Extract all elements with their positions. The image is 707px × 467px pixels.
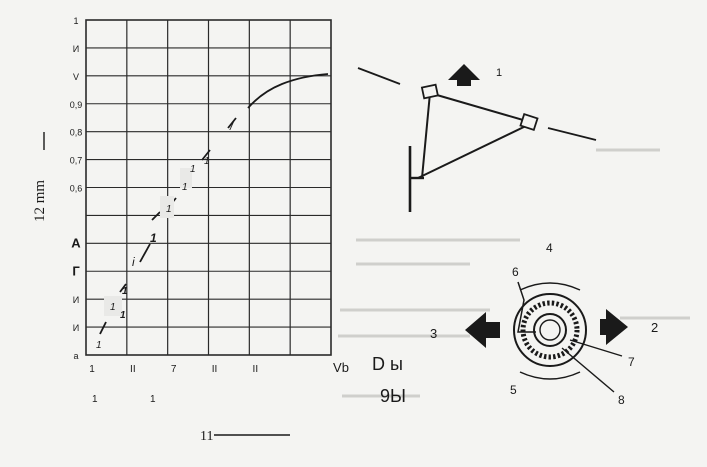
trace-curve (247, 73, 329, 109)
point-label: 1 (166, 204, 172, 215)
x-tick-label: II (253, 364, 259, 375)
hub (539, 319, 561, 341)
trace-segment (119, 283, 127, 293)
faint-background-lines (338, 148, 690, 398)
link-vertical (421, 92, 431, 179)
joint-top-left (420, 83, 439, 100)
right-arrow-icon (600, 309, 628, 345)
x-tick-label: II (130, 364, 136, 375)
point-label: 1 (96, 340, 102, 351)
arrow-label: 1 (496, 67, 502, 79)
ring-label: 5 (510, 383, 517, 397)
ring-label: 4 (546, 241, 553, 255)
point-label: 1 (182, 182, 188, 193)
point-label: i (132, 255, 135, 269)
x-sub-label: 1 (92, 394, 98, 405)
trace-segment (201, 149, 211, 161)
y-tick-labels: 1И V 0,9 0,8 0,7 0,6АГ И Иа (70, 16, 83, 361)
lead-8 (561, 347, 615, 393)
point-label: 1 (110, 302, 116, 313)
y-tick-label: Г (72, 263, 80, 278)
trace-segment (227, 117, 237, 129)
dash-line-left (357, 67, 401, 85)
left-arrow-icon (465, 312, 500, 348)
x-tick-label: 7 (171, 364, 177, 375)
y-tick-label: И (73, 295, 79, 305)
y-tick-label: И (73, 323, 79, 333)
trace-segment (151, 211, 161, 221)
ring-label: 8 (618, 393, 625, 407)
y-tick-label: V (73, 72, 79, 82)
y-tick-label: 0,7 (70, 156, 83, 166)
x-tick-labels: 1 II 7 II II Vb (89, 360, 349, 375)
joint-right (519, 112, 539, 132)
point-label: 1 (122, 286, 128, 297)
x-tick-label: Vb (333, 360, 349, 375)
x-tick-label: 1 (89, 364, 95, 375)
y-tick-label: 0,8 (70, 128, 83, 138)
lead-6 (517, 281, 536, 333)
arc-bottom (519, 371, 581, 380)
y-axis-title: 12 mm (32, 180, 48, 222)
top-mechanism (357, 67, 597, 212)
up-arrow-icon (448, 64, 480, 86)
ring-label: 2 (651, 320, 658, 335)
ring-label: 6 (512, 265, 519, 279)
trace-segment (139, 243, 151, 263)
inner-ring (533, 313, 567, 347)
y-tick-label: А (71, 235, 81, 250)
x-sub-label: 1 (150, 394, 156, 405)
lead-7 (569, 339, 623, 357)
trace-segment (99, 321, 107, 335)
grid-lines (86, 20, 331, 355)
trace-smudges (104, 168, 192, 316)
link-diagonal (417, 123, 531, 179)
y-tick-label: 1 (73, 16, 78, 26)
ring-label: 3 (430, 326, 437, 341)
point-label: 1 (120, 310, 126, 321)
point-label: / (229, 119, 235, 133)
toothed-ring (520, 300, 580, 360)
y-tick-label: И (73, 44, 79, 54)
caption-line-1: D ы (372, 354, 403, 374)
x-axis-title: 11 (200, 429, 213, 444)
point-label: 1 (150, 231, 157, 245)
x-tick-label: II (212, 364, 218, 375)
link-top (429, 92, 531, 123)
y-tick-label: 0,6 (70, 184, 83, 194)
arc-top (519, 282, 581, 291)
ring-label: 7 (628, 355, 635, 369)
outer-ring (513, 293, 587, 367)
data-trace (99, 73, 329, 335)
point-label: 1 (204, 156, 210, 167)
point-label: 1 (190, 164, 196, 175)
y-tick-label: 0,9 (70, 100, 83, 110)
y-tick-label: а (73, 351, 78, 361)
dash-line-right (547, 127, 597, 141)
ring-mechanism (513, 281, 623, 393)
caption-line-2: 9Ы (380, 386, 406, 406)
